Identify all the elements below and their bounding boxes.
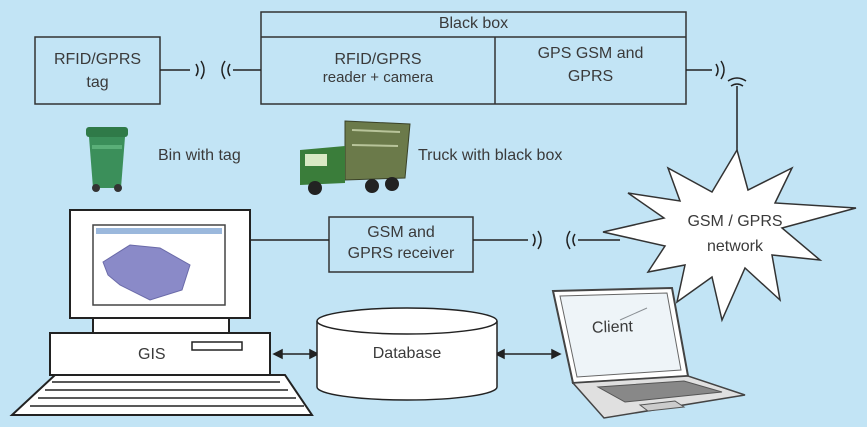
gps-label-line2: GPRS xyxy=(567,68,614,86)
laptop xyxy=(551,286,746,419)
computer-monitor xyxy=(69,209,251,334)
database-client-arrow xyxy=(494,348,562,360)
client-label: Client xyxy=(591,318,634,337)
bin-caption: Bin with tag xyxy=(158,147,241,164)
bin-icon xyxy=(86,127,128,192)
receiver-label-line2: GPRS receiver xyxy=(347,245,455,263)
receiver-label: GSM and GPRS receiver xyxy=(329,223,473,263)
reader-label-line2: reader + camera xyxy=(322,69,434,87)
tag-wireless-out-icon xyxy=(195,60,205,80)
reader-wireless-in-icon xyxy=(221,60,231,80)
gis-database-arrow xyxy=(272,348,320,360)
gps-wireless-out-icon xyxy=(715,60,725,80)
keyboard xyxy=(9,374,314,416)
database-label: Database xyxy=(372,345,442,362)
reader-label: RFID/GPRS reader + camera xyxy=(261,50,495,87)
gps-label-line1: GPS GSM and xyxy=(537,45,644,62)
reader-label-line1: RFID/GPRS xyxy=(334,51,422,68)
receiver-label-line1: GSM and xyxy=(367,224,435,241)
tag-label-line2: tag xyxy=(86,74,109,92)
gps-label: GPS GSM and GPRS xyxy=(495,44,686,86)
network-antenna-icon xyxy=(727,77,747,87)
network-starburst xyxy=(602,148,857,323)
truck-icon xyxy=(300,120,411,195)
network-wireless-in-icon xyxy=(566,230,576,250)
receiver-wireless-out-icon xyxy=(532,230,542,250)
computer-case xyxy=(49,332,271,376)
database-cylinder xyxy=(316,307,498,401)
black-box-title: Black box xyxy=(438,15,509,32)
tag-label: RFID/GPRS tag xyxy=(35,50,160,92)
receiver-box xyxy=(328,216,474,273)
gis-label: GIS xyxy=(138,346,166,363)
network-label-line2: network xyxy=(706,238,764,256)
tag-label-line1: RFID/GPRS xyxy=(53,51,142,68)
network-label-line1: GSM / GPRS xyxy=(687,213,783,230)
network-label: GSM / GPRS network xyxy=(660,212,810,256)
truck-caption: Truck with black box xyxy=(418,147,563,164)
black-box-frame xyxy=(260,11,687,105)
